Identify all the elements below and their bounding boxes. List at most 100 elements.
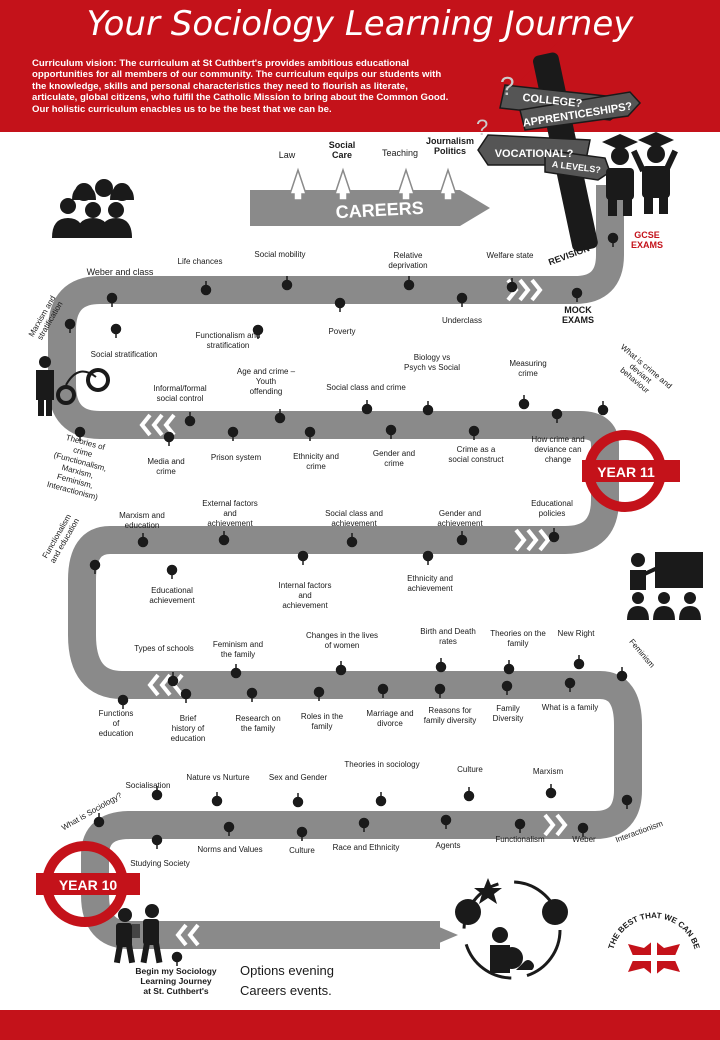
handcuffs-icon: [36, 356, 110, 416]
topic-label: Social class and crime: [326, 383, 406, 392]
pin-dot: [313, 686, 325, 698]
topic-label: Feminism: [627, 637, 656, 670]
topic-label: Agents: [436, 841, 461, 850]
pin-dot: [200, 284, 212, 296]
future-signpost: COLLEGE? APPRENTICESHIPS? VOCATIONAL? A …: [476, 52, 642, 252]
topic-label: What is crime anddeviantbehaviour: [607, 343, 673, 405]
options-evening-label: Options evening: [240, 963, 334, 978]
pin-dot: [616, 670, 628, 682]
topic-label: Theories in sociology: [344, 760, 419, 769]
pin-dot: [385, 424, 397, 436]
pin-dot: [551, 408, 563, 420]
pin-dot: [180, 688, 192, 700]
sign-vocational: VOCATIONAL?: [495, 148, 574, 160]
pin-dot: [166, 564, 178, 576]
careers-arrows: [288, 167, 458, 201]
pin-dot: [211, 795, 223, 807]
pin-dot: [117, 694, 129, 706]
pin-dot: [468, 425, 480, 437]
year-10-roundel: [36, 841, 140, 927]
networking-icon: [455, 878, 568, 980]
pin-dot: [577, 822, 589, 834]
pin-dot: [545, 787, 557, 799]
pin-dot: [434, 683, 446, 695]
pin-dot: [167, 675, 179, 687]
pin-dot: [377, 683, 389, 695]
topic-label: Prison system: [211, 453, 262, 462]
pin-dot: [597, 404, 609, 416]
pin-dot: [171, 951, 183, 963]
pin-dot: [89, 559, 101, 571]
topic-label: Socialisation: [126, 781, 171, 790]
pin-dot: [358, 817, 370, 829]
pin-dot: [106, 292, 118, 304]
journey-road: [48, 185, 642, 949]
pin-dot: [110, 323, 122, 335]
classroom-icon: [627, 552, 703, 620]
topic-label: Underclass: [442, 316, 482, 325]
pin-dot: [227, 426, 239, 438]
topic-label: Studying Society: [130, 859, 190, 868]
pin-dot: [422, 404, 434, 416]
pin-dot: [304, 426, 316, 438]
pin-dot: [375, 795, 387, 807]
careers-banner-label: CAREERS: [335, 198, 424, 223]
topic-label: Functionalism: [495, 835, 545, 844]
pin-dot: [422, 550, 434, 562]
pin-dot: [74, 426, 86, 438]
curriculum-vision: Curriculum vision: The curriculum at St …: [32, 58, 449, 115]
question-mark-icon: ?: [500, 71, 514, 101]
pin-dot: [440, 814, 452, 826]
career-label: Teaching: [382, 148, 418, 158]
revision-label: REVISION: [547, 243, 591, 267]
pin-dot: [292, 796, 304, 808]
topic-label: Weber and class: [87, 267, 154, 277]
topic-label: Social mobility: [254, 250, 305, 259]
question-mark-icon: ?: [476, 115, 488, 140]
page-title: Your Sociology Learning Journey: [86, 4, 634, 44]
topic-label: Culture: [457, 765, 483, 774]
topic-label: Sex and Gender: [269, 773, 328, 782]
graduates-icon: [602, 132, 678, 216]
pin-dot: [151, 789, 163, 801]
pin-dot: [501, 680, 513, 692]
careers-banner: [250, 190, 490, 226]
pin-dot: [403, 279, 415, 291]
topic-label: Social stratification: [91, 350, 158, 359]
pin-dot: [564, 677, 576, 689]
pin-dot: [435, 661, 447, 673]
pin-dot: [246, 687, 258, 699]
pin-dot: [548, 531, 560, 543]
footer-band: [0, 1010, 720, 1040]
topic-label: What is a family: [542, 703, 598, 712]
topic-label: New Right: [558, 629, 596, 638]
topic-label: Norms and Values: [197, 845, 262, 854]
topic-label: Weber: [572, 835, 596, 844]
pin-dot: [163, 431, 175, 443]
year-11-label: YEAR 11: [597, 464, 655, 480]
